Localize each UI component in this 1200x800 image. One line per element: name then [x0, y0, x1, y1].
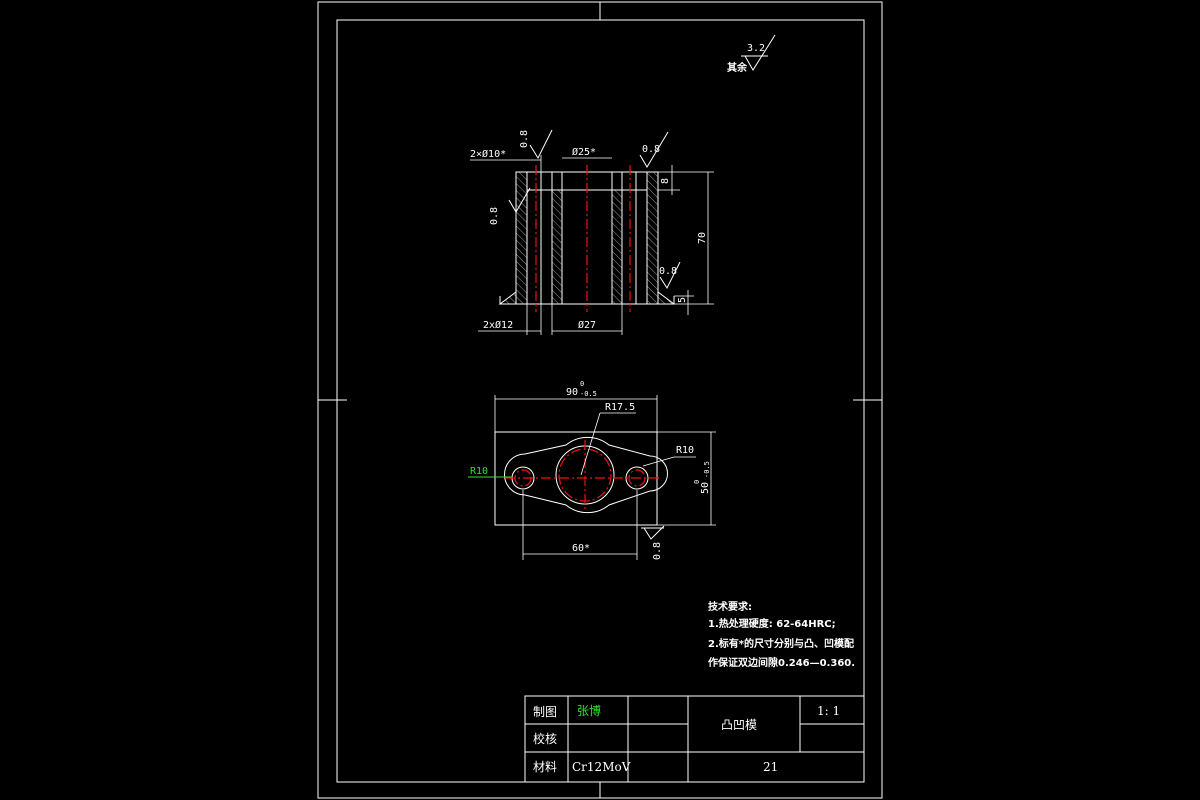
dim-plan-height-tol-upper: 0	[693, 480, 701, 484]
dim-r-left: R10	[470, 466, 488, 477]
dim-holes-top: 2×Ø10*	[470, 148, 506, 160]
dim-plan-height-tol-lower: -0.5	[703, 461, 711, 478]
part-name: 凸凹模	[721, 718, 757, 732]
dim-bottom-step: 5	[677, 297, 688, 303]
material-value: Cr12MoV	[572, 760, 631, 774]
section-view: 2×Ø10* Ø25* 0.8 0.8 0.8 0.8 70 8 5 2xØ12	[470, 129, 714, 335]
general-roughness-value: 3.2	[747, 43, 765, 54]
roughness-bottom-right: 0.8	[659, 266, 677, 277]
roughness-plan-bottom: 0.8	[652, 542, 663, 560]
roughness-top-right: 0.8	[642, 144, 660, 155]
dim-spacing: 60*	[572, 543, 590, 554]
dim-r-center: R17.5	[605, 402, 635, 413]
dim-plan-height: 50	[700, 482, 711, 494]
dim-width-tol-lower: -0.5	[580, 390, 597, 398]
technical-notes: 技术要求: 1.热处理硬度: 62-64HRC; 2.标有*的尺寸分别与凸、凹模…	[708, 600, 855, 669]
dim-height: 70	[697, 232, 708, 244]
notes-line-3: 作保证双边间隙0.246—0.360.	[708, 656, 855, 669]
plan-view: 90 0 -0.5 R17.5 R10 R10 50 0 -0.5 60* 0.…	[468, 380, 716, 560]
title-block: 制图 张博 校核 材料 Cr12MoV 凸凹模 1: 1 21	[524, 695, 865, 783]
dim-top-step: 8	[660, 178, 671, 184]
dim-width-tol-upper: 0	[580, 380, 584, 388]
check-label: 校核	[533, 731, 557, 746]
dim-width: 90	[566, 387, 578, 398]
dim-r-right: R10	[676, 445, 694, 456]
sheet-frame	[317, 1, 883, 799]
notes-line-1: 1.热处理硬度: 62-64HRC;	[708, 617, 836, 630]
dim-holes-bottom: 2xØ12	[483, 319, 513, 331]
drawn-label: 制图	[533, 705, 557, 719]
drawn-value: 张博	[577, 703, 601, 718]
roughness-top-left: 0.8	[519, 130, 530, 148]
general-roughness-label: 其余	[727, 61, 748, 74]
general-roughness-symbol: 3.2 其余	[727, 34, 776, 74]
dim-center-bottom: Ø27	[578, 319, 596, 331]
dim-center-top: Ø25*	[572, 146, 596, 158]
roughness-left-wall: 0.8	[489, 207, 500, 225]
scale: 1: 1	[817, 704, 840, 718]
notes-line-2: 2.标有*的尺寸分别与凸、凹模配	[708, 637, 854, 650]
material-label: 材料	[533, 760, 557, 774]
notes-title: 技术要求:	[708, 600, 752, 613]
drawing-number: 21	[763, 760, 778, 774]
